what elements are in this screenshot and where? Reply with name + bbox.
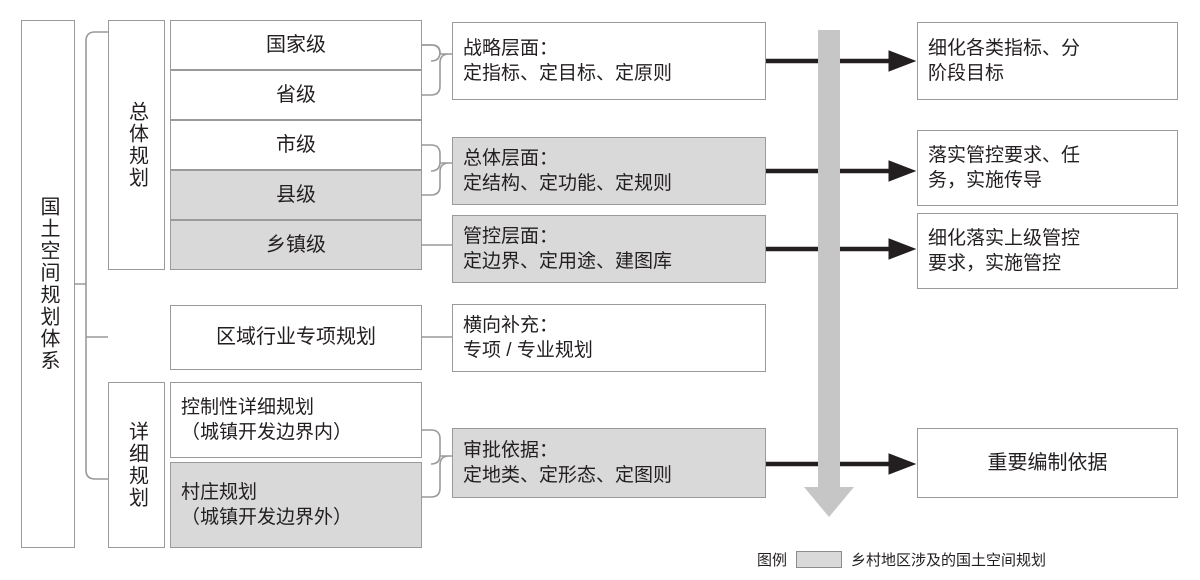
- detailed-plan-box-village: 村庄规划 （城镇开发边界外）: [170, 462, 422, 548]
- level-box-municipal: 市级: [170, 120, 422, 170]
- group-overall-plan: 总体规划: [108, 20, 165, 270]
- level-label-township: 乡镇级: [266, 233, 326, 256]
- middle-label-strategy: 战略层面： 定指标、定目标、定原则: [463, 37, 673, 84]
- right-label-basis: 重要编制依据: [987, 451, 1108, 474]
- right-box-indicators: 细化各类指标、分 阶段目标: [917, 22, 1178, 100]
- bracket-detailed-group: [422, 429, 452, 498]
- detailed-plan-box-regulatory: 控制性详细规划 （城镇开发边界内）: [170, 382, 422, 458]
- right-label-control: 细化落实上级管控 要求，实施管控: [928, 227, 1081, 274]
- legend-title: 图例: [757, 552, 788, 569]
- group-detailed-plan-label: 详细规划: [125, 421, 148, 509]
- middle-box-approval: 审批依据： 定地类、定形态、定图则: [452, 428, 766, 498]
- level-box-national: 国家级: [170, 20, 422, 70]
- level-box-provincial: 省级: [170, 70, 422, 120]
- bracket-general: [422, 144, 452, 196]
- middle-box-control: 管控层面： 定边界、定用途、建图库: [452, 215, 766, 283]
- detailed-plan-label-regulatory: 控制性详细规划 （城镇开发边界内）: [181, 396, 353, 443]
- level-label-provincial: 省级: [276, 83, 316, 106]
- right-box-implementation: 落实管控要求、任 务，实施传导: [917, 130, 1178, 206]
- group-detailed-plan: 详细规划: [108, 382, 165, 548]
- arrow-strategy-to-right: [766, 50, 917, 72]
- level-box-township: 乡镇级: [170, 220, 422, 270]
- middle-box-general: 总体层面： 定结构、定功能、定规则: [452, 137, 766, 205]
- special-plan-label: 区域行业专项规划: [216, 326, 376, 349]
- right-box-control: 细化落实上级管控 要求，实施管控: [917, 213, 1178, 289]
- right-label-implementation: 落实管控要求、任 务，实施传导: [928, 144, 1081, 191]
- middle-label-approval: 审批依据： 定地类、定形态、定图则: [463, 439, 673, 486]
- right-label-indicators: 细化各类指标、分 阶段目标: [928, 37, 1081, 84]
- middle-box-strategy: 战略层面： 定指标、定目标、定原则: [452, 22, 766, 100]
- bracket-root: [75, 31, 108, 480]
- level-label-national: 国家级: [266, 33, 326, 56]
- legend-swatch-icon: [796, 551, 843, 568]
- arrow-approval-to-right: [766, 453, 917, 475]
- level-box-county: 县级: [170, 170, 422, 220]
- bracket-strategy: [422, 44, 452, 96]
- downward-flow-arrow: [804, 30, 854, 517]
- group-overall-plan-label: 总体规划: [125, 101, 148, 189]
- middle-label-horizontal: 横向补充： 专项 / 专业规划: [463, 314, 593, 361]
- level-label-municipal: 市级: [276, 133, 316, 156]
- middle-box-horizontal: 横向补充： 专项 / 专业规划: [452, 304, 766, 372]
- black-arrow-group: [766, 50, 917, 475]
- arrow-control-to-right: [766, 238, 917, 260]
- arrow-general-to-right: [766, 160, 917, 182]
- detailed-plan-label-village: 村庄规划 （城镇开发边界外）: [181, 481, 353, 528]
- middle-label-control: 管控层面： 定边界、定用途、建图库: [463, 225, 673, 272]
- root-title-label: 国土空间规划体系: [37, 196, 59, 372]
- level-label-county: 县级: [276, 183, 316, 206]
- root-title-box: 国土空间规划体系: [21, 20, 75, 548]
- special-plan-box: 区域行业专项规划: [170, 305, 422, 370]
- bracket-levels-1-2: [422, 44, 441, 55]
- legend: 图例 乡村地区涉及的国土空间规划: [757, 549, 1046, 570]
- right-box-basis: 重要编制依据: [917, 428, 1178, 498]
- legend-description: 乡村地区涉及的国土空间规划: [851, 552, 1047, 569]
- middle-label-general: 总体层面： 定结构、定功能、定规则: [463, 147, 673, 194]
